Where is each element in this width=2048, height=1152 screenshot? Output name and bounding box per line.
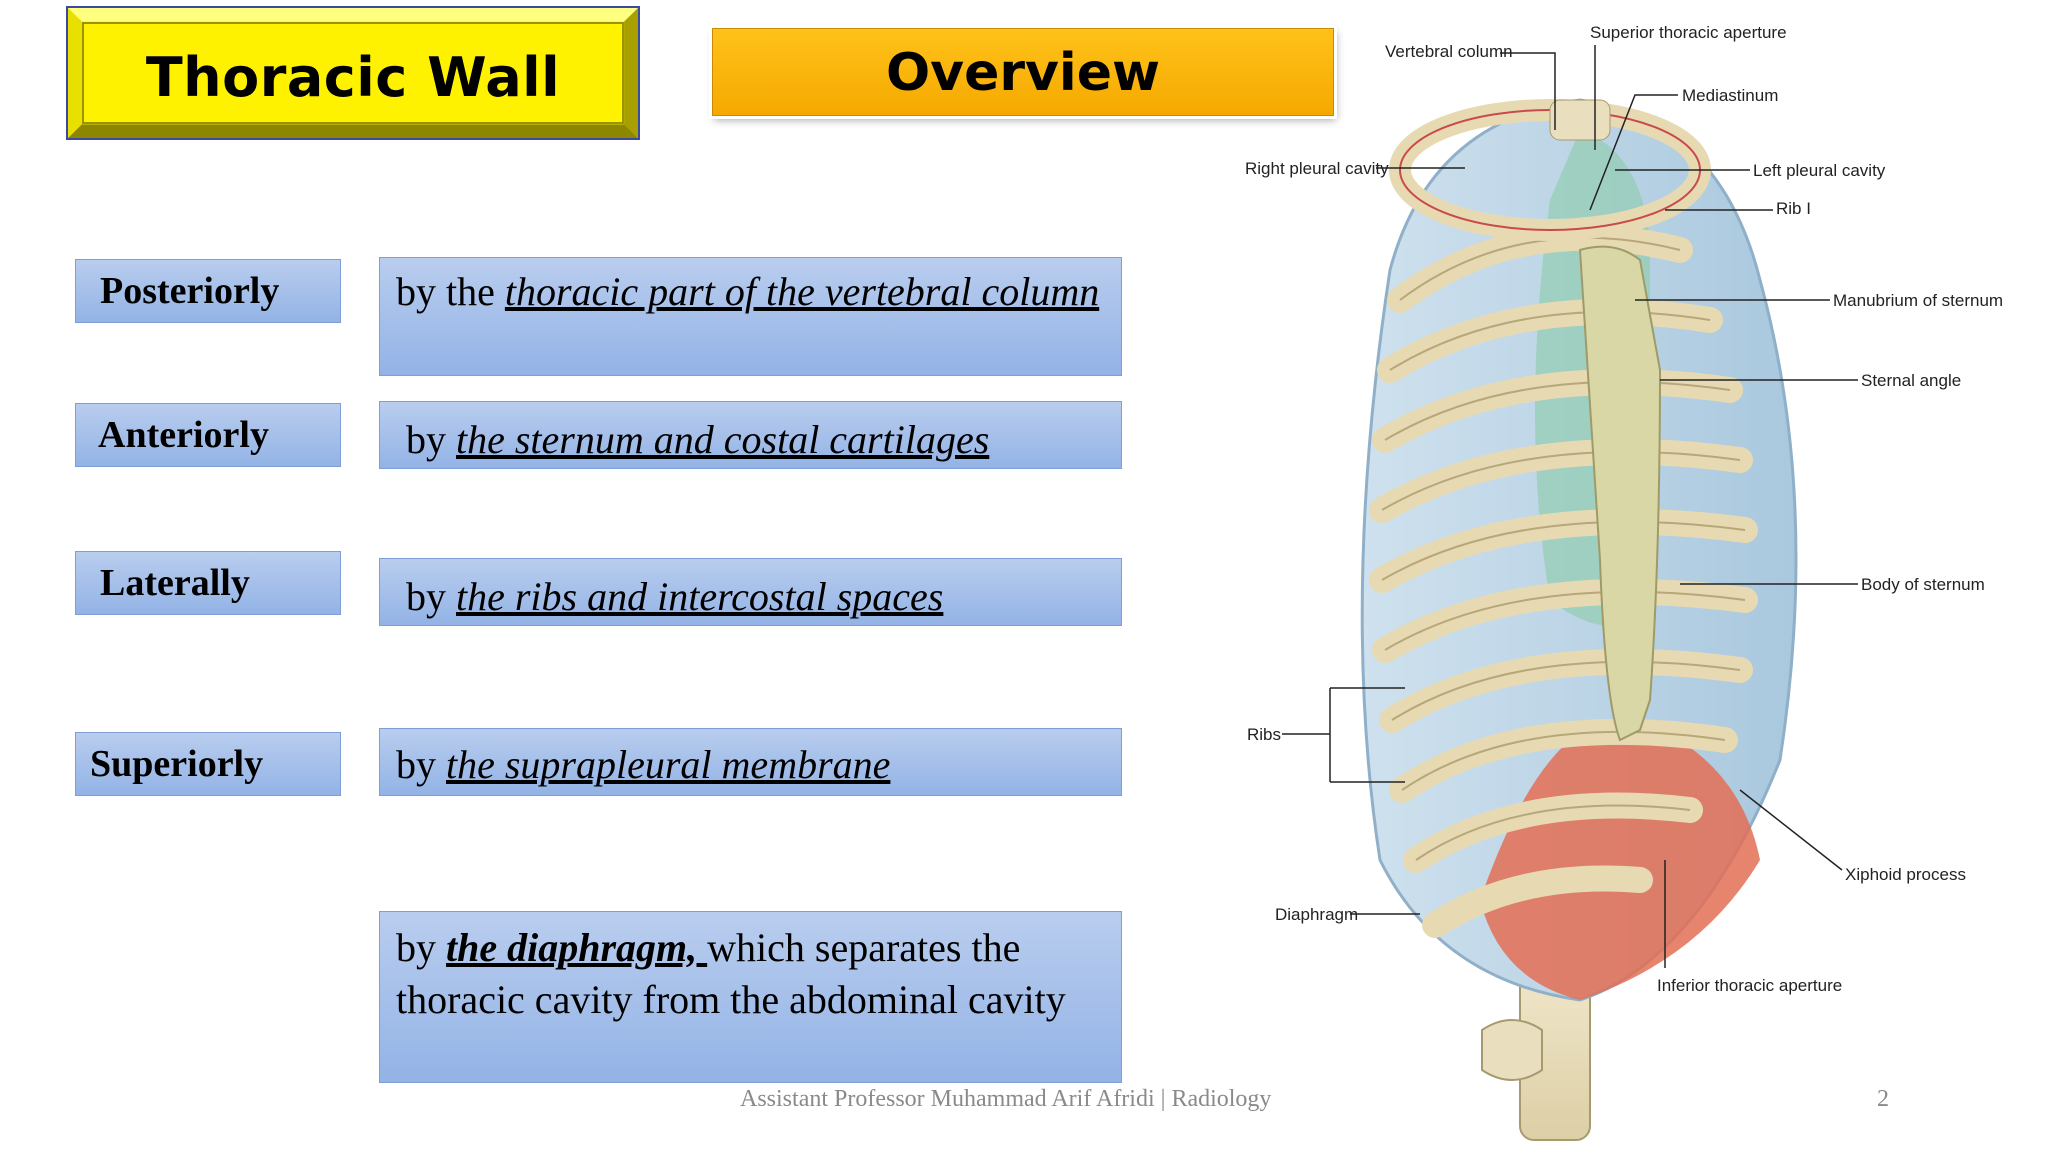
desc-prefix: by the [396,269,505,314]
label-vertebral-column: Vertebral column [1385,42,1513,61]
title-box: Thoracic Wall [66,6,640,140]
label-anteriorly: Anteriorly [75,403,341,467]
desc-superiorly: by the suprapleural membrane [379,728,1122,796]
label-laterally: Laterally [75,551,341,615]
overview-banner: Overview [712,28,1334,116]
desc-laterally: by the ribs and intercostal spaces [379,558,1122,626]
label-left-pleural: Left pleural cavity [1753,161,1886,180]
label-mediastinum: Mediastinum [1682,86,1778,105]
desc-emphasis: the ribs and intercostal spaces [456,574,944,619]
label-rib-1: Rib I [1776,199,1811,218]
desc-prefix: by [396,925,446,970]
page-number: 2 [1877,1086,1889,1112]
desc-anteriorly: by the sternum and costal cartilages [379,401,1122,469]
label-manubrium: Manubrium of sternum [1833,291,2003,310]
desc-posteriorly: by the thoracic part of the vertebral co… [379,257,1122,376]
footer-credit: Assistant Professor Muhammad Arif Afridi… [740,1086,1272,1112]
page-title: Thoracic Wall [145,46,561,109]
desc-prefix: by [406,417,456,462]
desc-emphasis: the sternum and costal cartilages [456,417,990,462]
desc-emphasis: the suprapleural membrane [446,742,891,787]
desc-suffix: which separates the thoracic cavity from… [396,925,1066,1022]
desc-emphasis: thoracic part of the vertebral column [504,269,1100,314]
overview-heading: Overview [885,43,1161,103]
desc-emphasis: the diaphragm, [446,925,708,970]
label-posteriorly: Posteriorly [75,259,341,323]
label-superiorly: Superiorly [75,732,341,796]
label-inferior-aperture: Inferior thoracic aperture [1657,976,1842,995]
label-sternal-angle: Sternal angle [1861,371,1961,390]
label-ribs: Ribs [1247,725,1281,744]
thoracic-cage-illustration: Vertebral column Superior thoracic apert… [1245,23,2003,1141]
label-body-of-sternum: Body of sternum [1861,575,1985,594]
desc-prefix: by [396,742,446,787]
label-right-pleural: Right pleural cavity [1245,159,1389,178]
desc-prefix: by [406,574,456,619]
label-xiphoid: Xiphoid process [1845,865,1966,884]
label-superior-aperture: Superior thoracic aperture [1590,23,1787,42]
desc-inferiorly: by the diaphragm, which separates the th… [379,911,1122,1083]
label-diaphragm: Diaphragm [1275,905,1358,924]
